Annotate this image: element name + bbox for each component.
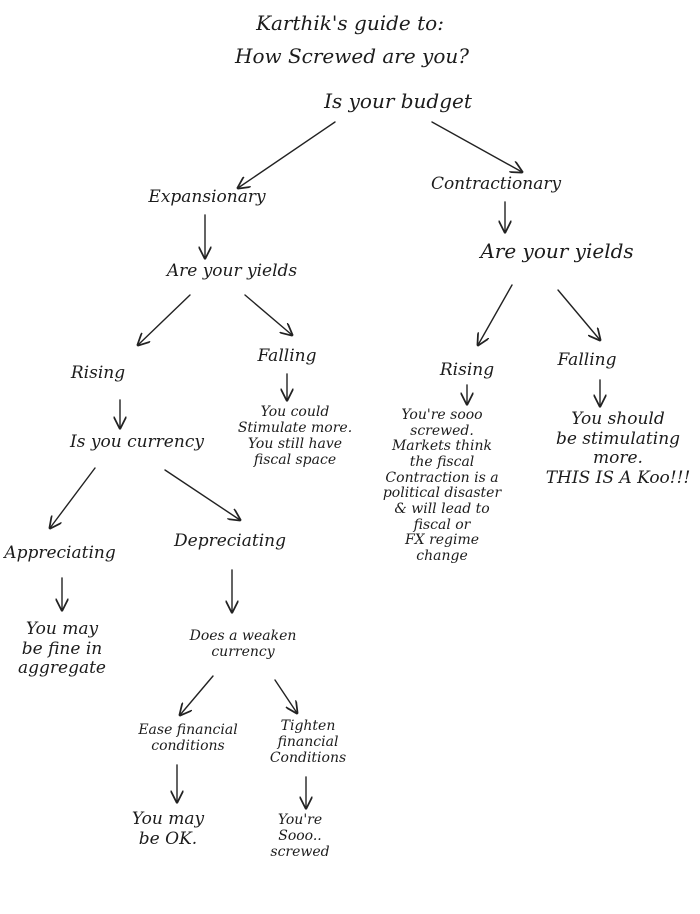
arrow-question-tighten — [274, 679, 297, 713]
node-right-yields: Are your yields — [480, 239, 634, 263]
arrow-budget-expansionary — [238, 121, 336, 188]
outcome-line: change — [416, 548, 468, 565]
outcome-line: aggregate — [18, 658, 106, 679]
outcome-right-falling: You should be stimulating more. THIS IS … — [545, 409, 691, 488]
arrow-right-yields-rising — [478, 284, 513, 345]
outcome-line: Markets think — [391, 438, 493, 455]
outcome-line: Stimulate more. — [237, 420, 353, 437]
outcome-line: Sooo.. — [278, 828, 322, 845]
node-depreciating: Depreciating — [174, 531, 286, 551]
node-ease: Ease financial conditions — [138, 722, 237, 754]
outcome-line: the fiscal — [409, 454, 475, 471]
label-line: Ease financial — [138, 722, 238, 738]
outcome-line: You should — [571, 409, 665, 429]
outcome-line: You still have — [247, 436, 343, 453]
outcome-line: fiscal or — [413, 516, 471, 533]
label-line: Tighten — [280, 718, 336, 734]
label-line: conditions — [151, 738, 225, 755]
arrow-budget-contractionary — [431, 121, 522, 172]
outcome-line: be stimulating — [555, 428, 681, 449]
outcome-line: You may — [131, 809, 205, 829]
outcome-right-rising: You're sooo screwed. Markets think the f… — [382, 407, 502, 565]
outcome-line: You're sooo — [401, 407, 483, 423]
outcome-line: political disaster — [382, 485, 502, 502]
node-weaker-currency: Does a weaken currency — [190, 628, 297, 660]
outcome-appreciating: You may be fine in aggregate — [18, 619, 106, 679]
outcome-line: & will lead to — [394, 501, 490, 518]
outcome-line: screwed — [270, 844, 330, 861]
node-expansionary: Expansionary — [148, 187, 266, 207]
outcome-left-falling: You could Stimulate more. You still have… — [238, 404, 352, 468]
arrow-right-yields-falling — [557, 289, 600, 340]
title-line-2: How Screwed are you? — [235, 44, 469, 68]
arrow-left-yields-falling — [244, 294, 292, 335]
node-right-rising: Rising — [439, 360, 495, 380]
outcome-line: more. — [593, 448, 643, 469]
root-question: Is your budget — [324, 89, 472, 113]
outcome-ease: You may be OK. — [131, 809, 205, 849]
node-appreciating: Appreciating — [4, 543, 116, 563]
outcome-line: You're — [277, 812, 323, 828]
node-currency: Is you currency — [70, 432, 204, 452]
node-contractionary: Contractionary — [430, 174, 562, 194]
label-line: Conditions — [269, 750, 347, 767]
arrow-question-ease — [180, 675, 214, 715]
outcome-line: screwed. — [410, 422, 474, 439]
title-line-1: Karthik's guide to: — [256, 11, 444, 35]
node-left-yields: Are your yields — [166, 261, 298, 281]
outcome-line: You could — [260, 404, 330, 420]
node-left-rising: Rising — [70, 363, 126, 383]
arrow-left-yields-rising — [138, 294, 191, 345]
outcome-line: You may — [25, 619, 99, 639]
node-right-falling: Falling — [557, 350, 617, 370]
outcome-line: THIS IS A Koo!!! — [545, 467, 691, 488]
arrow-currency-appreciating — [50, 467, 96, 528]
outcome-line: FX regime — [404, 532, 480, 549]
node-tighten: Tighten financial Conditions — [270, 718, 346, 766]
outcome-line: be fine in — [21, 638, 103, 659]
outcome-line: Contraction is a — [385, 469, 499, 486]
node-left-falling: Falling — [257, 346, 317, 366]
outcome-tighten: You're Sooo.. screwed — [270, 812, 329, 860]
outcome-line: be OK. — [138, 828, 198, 849]
label-line: financial — [277, 734, 339, 751]
question-line: currency — [211, 644, 275, 661]
outcome-line: fiscal space — [253, 452, 337, 469]
question-line: Does a weaken — [189, 628, 297, 644]
arrow-currency-depreciating — [164, 469, 240, 520]
